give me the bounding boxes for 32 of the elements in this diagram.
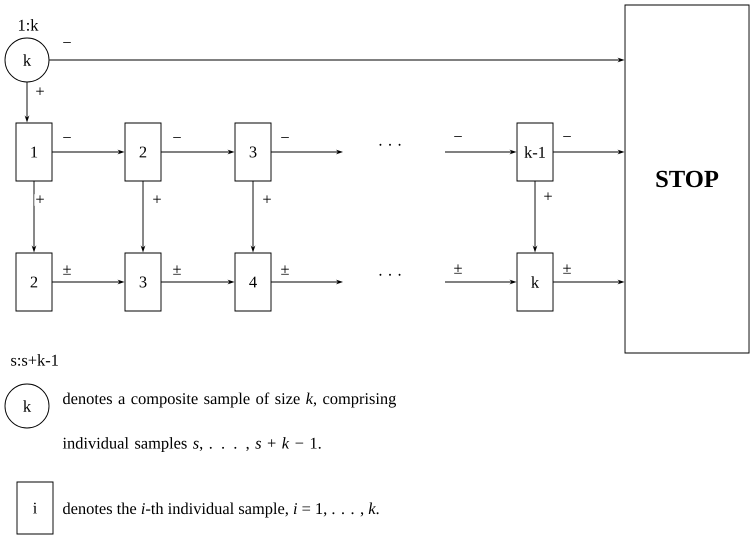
sample-box: 2 xyxy=(124,122,162,182)
node-caption: 1:k xyxy=(18,19,38,31)
ellipsis: · · · xyxy=(379,274,401,276)
edge-label: − xyxy=(171,136,183,144)
edge-label: ± xyxy=(452,263,464,275)
edge-label: − xyxy=(452,134,464,144)
edge-label: ± xyxy=(61,264,73,276)
edge-label: + xyxy=(34,194,46,206)
edge-label: + xyxy=(34,86,46,98)
edge-label: ± xyxy=(171,264,183,276)
edge-label: + xyxy=(542,191,554,203)
sample-box: 3 xyxy=(124,252,162,312)
edge-label: − xyxy=(61,136,73,144)
legend-box: i xyxy=(16,482,54,534)
edge-label: − xyxy=(61,40,73,50)
sample-box: 4 xyxy=(234,252,272,312)
sample-box: k-1 xyxy=(516,122,554,182)
sample-box: 2 xyxy=(16,252,52,312)
edge-label: ± xyxy=(279,264,291,276)
edge-label: − xyxy=(561,134,573,144)
legend-text: denotes the i-th individual sample, i = 1, . . . , k. xyxy=(63,502,379,518)
legend-text: denotes a composite sample of size k, comprising individual samples s, . . . , s + k − 1. xyxy=(62,392,396,452)
sample-box: 1 xyxy=(16,122,52,182)
edge-label: + xyxy=(151,194,163,206)
ellipsis: · · · xyxy=(379,144,401,146)
edge-label: + xyxy=(261,194,273,206)
edge-label: − xyxy=(279,136,291,144)
stop-box: STOP xyxy=(624,4,750,354)
sample-box: 3 xyxy=(234,122,272,182)
edge-label: ± xyxy=(561,263,573,275)
node-caption: s:s+k-1 xyxy=(11,354,58,366)
sample-box: k xyxy=(516,252,554,312)
